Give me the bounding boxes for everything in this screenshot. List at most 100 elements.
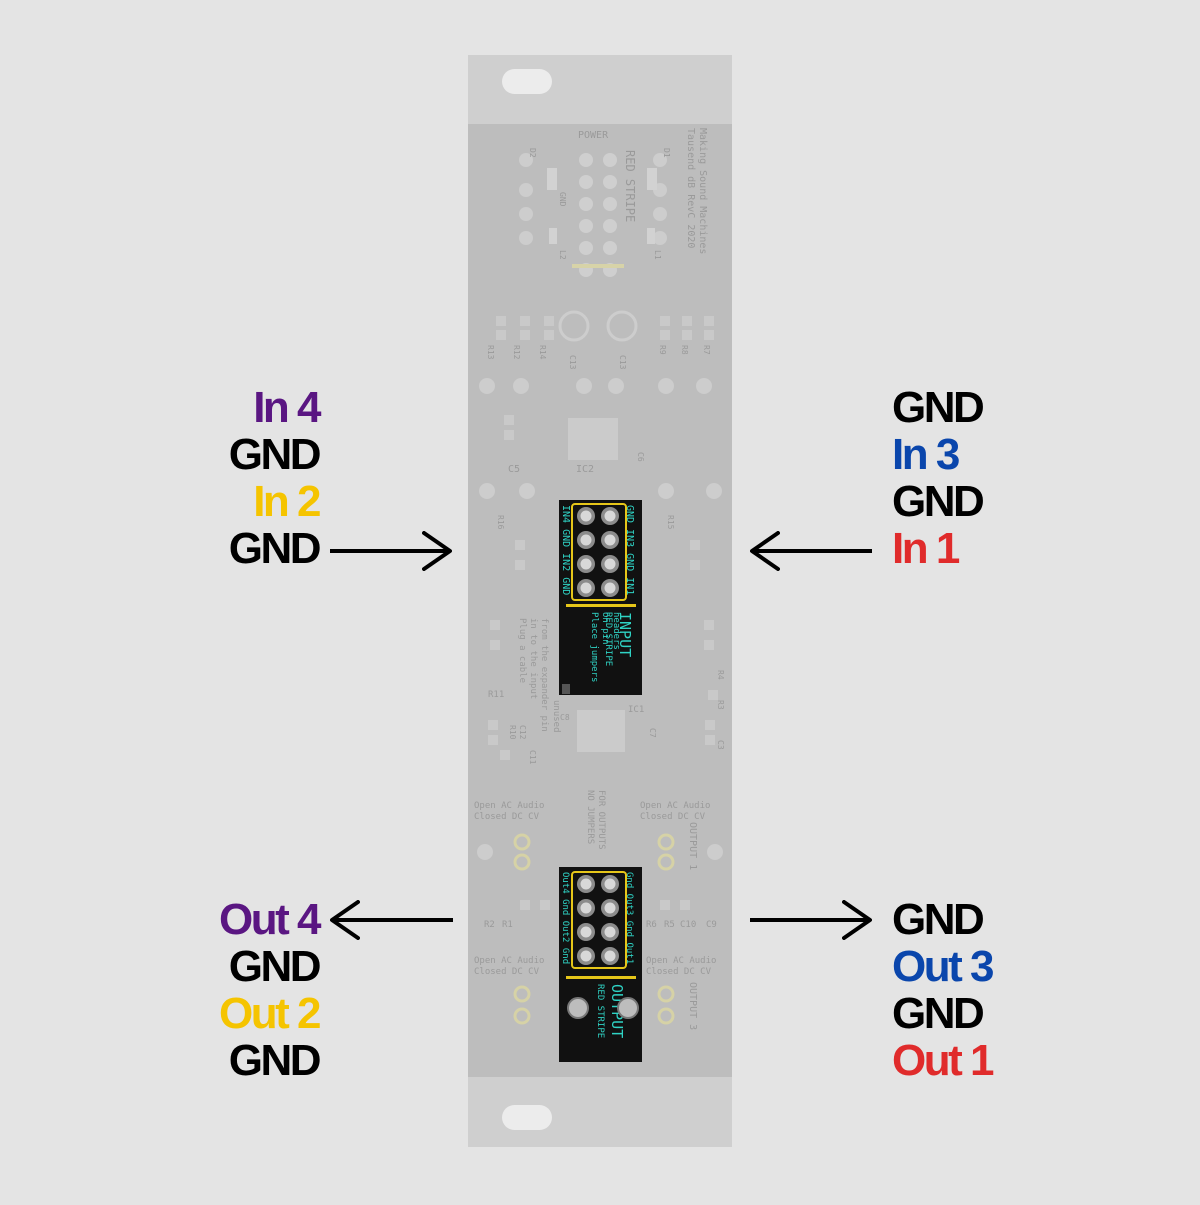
credit-text: Making Sound Machines Tausend dB RevC 20… bbox=[685, 128, 708, 260]
output-pin bbox=[580, 926, 592, 938]
pin-label-gnd: GND bbox=[228, 942, 322, 991]
ic1-chip bbox=[577, 710, 625, 752]
pin-label-out-1: Out 1 bbox=[892, 1036, 994, 1085]
no-jumpers-label: NO JUMPERS FOR OUTPUTS bbox=[585, 790, 606, 850]
output-pin bbox=[580, 902, 592, 914]
power-pin-pad bbox=[579, 219, 593, 233]
smd-part bbox=[704, 316, 714, 326]
input-pin bbox=[580, 510, 592, 522]
smd-part bbox=[690, 540, 700, 550]
power-side-pad bbox=[519, 183, 533, 197]
power-gnd-label: GND bbox=[558, 192, 567, 207]
smd-part bbox=[496, 316, 506, 326]
power-stripe-label: RED STRIPE bbox=[623, 150, 637, 222]
smd-part bbox=[488, 720, 498, 730]
mounting-slot-top bbox=[502, 69, 552, 94]
pin-label-in-1: In 1 bbox=[892, 524, 960, 573]
ref-r16: R16 bbox=[496, 515, 505, 530]
inductor bbox=[647, 228, 655, 244]
pin-label-gnd: GND bbox=[228, 430, 322, 479]
pin-label-out-2: Out 2 bbox=[219, 989, 321, 1038]
ref-r7: R7 bbox=[702, 345, 711, 355]
ref-l2: L2 bbox=[558, 250, 567, 260]
input-pin-outline bbox=[571, 503, 627, 601]
ref-c5: C5 bbox=[508, 464, 520, 475]
ref-ic1: IC1 bbox=[628, 705, 644, 715]
smd-part bbox=[660, 330, 670, 340]
power-side-pad bbox=[653, 207, 667, 221]
ref-c8: C8 bbox=[560, 713, 570, 722]
ref-c13-right: C13 bbox=[618, 355, 627, 370]
input-pin bbox=[604, 558, 616, 570]
smd-part bbox=[515, 540, 525, 550]
output-pin bbox=[580, 878, 592, 890]
power-pin-pad bbox=[603, 219, 617, 233]
jack-pad bbox=[519, 483, 535, 499]
smd-part bbox=[520, 316, 530, 326]
output-3-label: OUTPUT 3 bbox=[687, 982, 698, 1030]
ref-c11: C11 bbox=[528, 750, 537, 765]
smd-part bbox=[490, 640, 500, 650]
jumper-pad bbox=[513, 985, 531, 1003]
ref-c7: C7 bbox=[648, 728, 657, 738]
ic2-chip bbox=[568, 418, 618, 460]
ref-c6: C6 bbox=[636, 452, 645, 462]
jack-pad bbox=[479, 378, 495, 394]
ref-c13-left: C13 bbox=[568, 355, 577, 370]
input-pin bbox=[604, 534, 616, 546]
jack-pad bbox=[706, 483, 722, 499]
input-header-notch bbox=[562, 684, 570, 694]
smd-part bbox=[708, 690, 718, 700]
output-pin bbox=[604, 902, 616, 914]
ref-l1: L1 bbox=[653, 250, 662, 260]
input-note: Place jumpers on pin headers bbox=[589, 612, 621, 688]
smd-part bbox=[488, 735, 498, 745]
power-pin-pad bbox=[579, 175, 593, 189]
ref-r5: R5 bbox=[664, 920, 675, 930]
jumper-pad bbox=[657, 1007, 675, 1025]
mounting-slot-bottom bbox=[502, 1105, 552, 1130]
input-title: INPUT bbox=[616, 612, 634, 657]
input-pin bbox=[604, 510, 616, 522]
power-side-pad bbox=[653, 153, 667, 167]
input-pin bbox=[580, 558, 592, 570]
output-pin bbox=[580, 950, 592, 962]
pin-label-out-3: Out 3 bbox=[892, 942, 994, 991]
output-pin-grid bbox=[571, 871, 627, 969]
output-pin bbox=[604, 878, 616, 890]
unused-label: unused bbox=[551, 700, 561, 733]
smd-part bbox=[496, 330, 506, 340]
power-stripe-mark bbox=[572, 264, 624, 268]
ref-r6: R6 bbox=[646, 920, 657, 930]
ref-c3: C3 bbox=[716, 740, 725, 750]
diode bbox=[647, 168, 657, 190]
smd-part bbox=[515, 560, 525, 570]
ref-c9: C9 bbox=[706, 920, 717, 930]
jumper-pad bbox=[513, 833, 531, 851]
output-pins-top-label: Gnd Out3 Gnd Out1 bbox=[624, 872, 634, 964]
ac-dc-label-bottom-right: Open AC Audio Closed DC CV bbox=[646, 956, 722, 977]
ac-dc-label-bottom-left: Open AC Audio Closed DC CV bbox=[474, 956, 550, 977]
smd-part bbox=[490, 620, 500, 630]
input-pin bbox=[580, 582, 592, 594]
electrolytic-cap bbox=[558, 310, 590, 342]
jack-pad bbox=[479, 483, 495, 499]
pcb-silkscreen-text: Making Sound Machines Tausend dB RevC 20… bbox=[474, 128, 725, 1030]
ac-dc-label-top-right: Open AC Audio Closed DC CV bbox=[640, 801, 716, 822]
power-pin-pad bbox=[603, 197, 617, 211]
ref-r3: R3 bbox=[716, 700, 725, 710]
jack-pad bbox=[513, 378, 529, 394]
ref-r14: R14 bbox=[538, 345, 547, 360]
power-pin-pad bbox=[579, 153, 593, 167]
output-header-board: Gnd Out3 Gnd Out1 Out4 Gnd Out2 Gnd OUTP… bbox=[559, 867, 642, 1062]
input-pin bbox=[580, 534, 592, 546]
ref-r2: R2 bbox=[484, 920, 495, 930]
smd-part bbox=[520, 900, 530, 910]
power-side-pad bbox=[519, 153, 533, 167]
smd-part bbox=[682, 316, 692, 326]
pin-label-gnd: GND bbox=[892, 989, 985, 1038]
